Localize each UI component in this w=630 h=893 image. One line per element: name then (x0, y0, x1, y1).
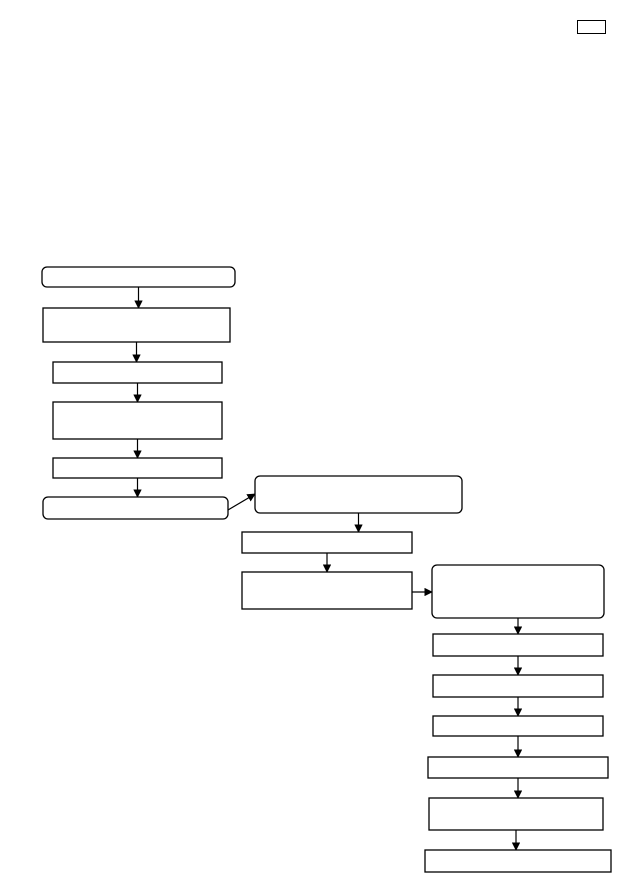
flow-node-box (428, 797, 604, 831)
flow-node-box (424, 849, 612, 873)
flow-node-a6 (42, 496, 229, 520)
page-number-box (577, 20, 606, 34)
flow-node-box (52, 457, 223, 479)
flow-node-c4 (432, 715, 604, 737)
flow-node-a3 (52, 361, 223, 384)
flow-node-c1 (431, 564, 605, 619)
flow-node-a4 (52, 401, 223, 440)
flowchart-edges (132, 287, 523, 851)
flow-node-b3 (241, 571, 413, 610)
flow-node-box (52, 401, 223, 440)
flow-node-box (432, 633, 604, 657)
flow-node-c5 (427, 756, 609, 779)
flow-node-c7 (424, 849, 612, 873)
flow-node-box (41, 266, 236, 288)
flow-node-box (241, 531, 413, 554)
flow-node-b2 (241, 531, 413, 554)
flow-node-box (432, 674, 604, 698)
flow-node-box (42, 496, 229, 520)
flow-node-box (241, 571, 413, 610)
flow-node-c6 (428, 797, 604, 831)
flow-node-c2 (432, 633, 604, 657)
flow-node-a5 (52, 457, 223, 479)
flow-node-box (42, 307, 231, 343)
flow-node-a1 (41, 266, 236, 288)
flow-node-b1 (254, 475, 463, 514)
flow-node-box (254, 475, 463, 514)
flow-node-a2 (42, 307, 231, 343)
flow-node-c3 (432, 674, 604, 698)
flow-node-box (432, 715, 604, 737)
flow-arrow-a6-b1 (227, 493, 256, 511)
flowchart-nodes (41, 266, 612, 873)
flow-node-box (431, 564, 605, 619)
flow-node-box (427, 756, 609, 779)
flow-node-box (52, 361, 223, 384)
